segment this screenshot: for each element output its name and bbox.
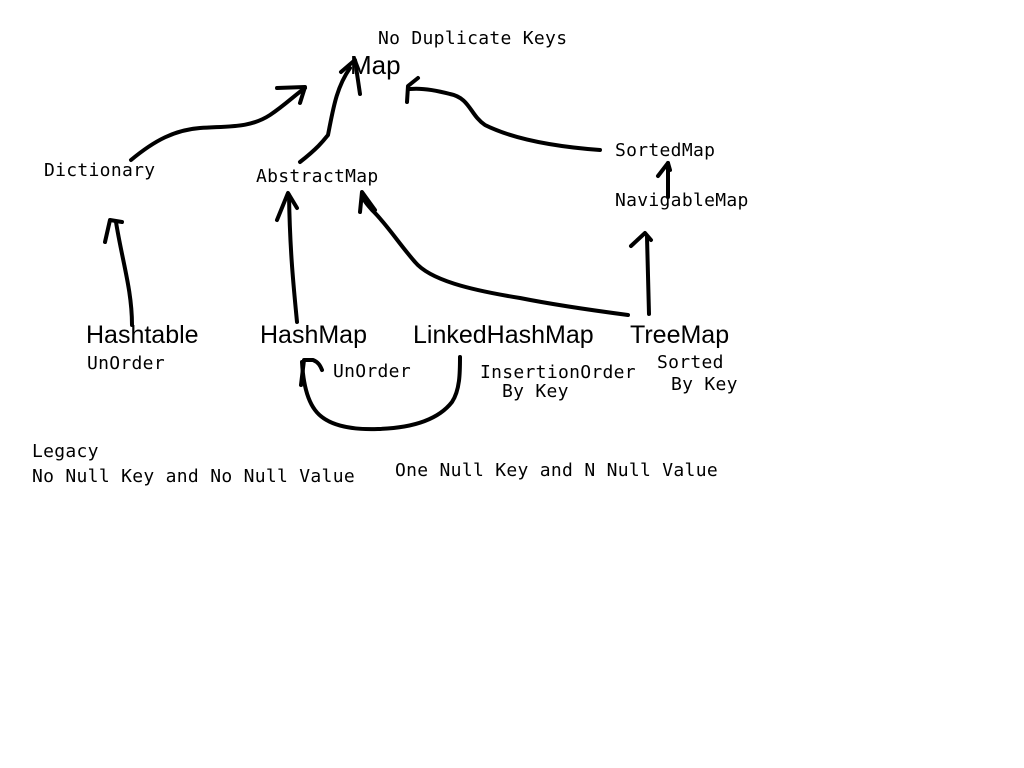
hashtable-order-note: UnOrder bbox=[87, 353, 165, 374]
node-abstract-map: AbstractMap bbox=[256, 166, 379, 187]
node-tree-map: TreeMap bbox=[630, 321, 730, 349]
modern-null-note: One Null Key and N Null Value bbox=[395, 460, 718, 481]
edge-sortedmap-to-map bbox=[408, 86, 602, 152]
tree-order-note-line2: By Key bbox=[671, 374, 738, 395]
node-map: Map bbox=[350, 50, 401, 80]
edge-treemap-to-navigablemap bbox=[645, 235, 651, 316]
arrowhead-linkedhashmap-hashmap bbox=[299, 358, 324, 387]
tree-order-note-line1: Sorted bbox=[657, 352, 724, 373]
node-hashtable: Hashtable bbox=[86, 321, 199, 349]
edge-hashmap-to-abstractmap bbox=[287, 193, 299, 324]
arrowhead-treemap-navigablemap bbox=[629, 231, 653, 248]
linked-order-note-line1: InsertionOrder bbox=[480, 362, 636, 383]
node-sorted-map: SortedMap bbox=[615, 140, 716, 161]
edge-linkedhashmap-to-hashmap bbox=[300, 355, 462, 432]
node-linked-hash-map: LinkedHashMap bbox=[413, 321, 594, 349]
node-hash-map: HashMap bbox=[260, 321, 367, 349]
hashmap-order-note: UnOrder bbox=[333, 361, 411, 382]
legacy-null-note: No Null Key and No Null Value bbox=[32, 466, 355, 487]
arrowhead-hashtable-dictionary bbox=[103, 218, 124, 244]
arrowhead-abstractmap-map bbox=[339, 58, 362, 96]
arrowhead-sortedmap-map bbox=[405, 76, 420, 104]
node-dictionary: Dictionary bbox=[44, 160, 156, 181]
arrowhead-treemap-abstractmap bbox=[358, 190, 377, 214]
legacy-note: Legacy bbox=[32, 441, 99, 462]
edge-dictionary-to-map bbox=[129, 86, 307, 162]
arrowhead-navigablemap-sortedmap bbox=[656, 161, 672, 178]
diagram-title: No Duplicate Keys bbox=[378, 28, 568, 49]
edge-abstractmap-to-map bbox=[298, 66, 352, 164]
linked-order-note-line2: By Key bbox=[502, 381, 569, 402]
node-navigable-map: NavigableMap bbox=[615, 190, 749, 211]
arrowhead-dictionary-map bbox=[275, 85, 307, 105]
edge-hashtable-to-dictionary bbox=[114, 220, 134, 327]
edge-treemap-to-abstractmap bbox=[360, 191, 630, 317]
arrowhead-hashmap-abstractmap bbox=[275, 191, 299, 222]
